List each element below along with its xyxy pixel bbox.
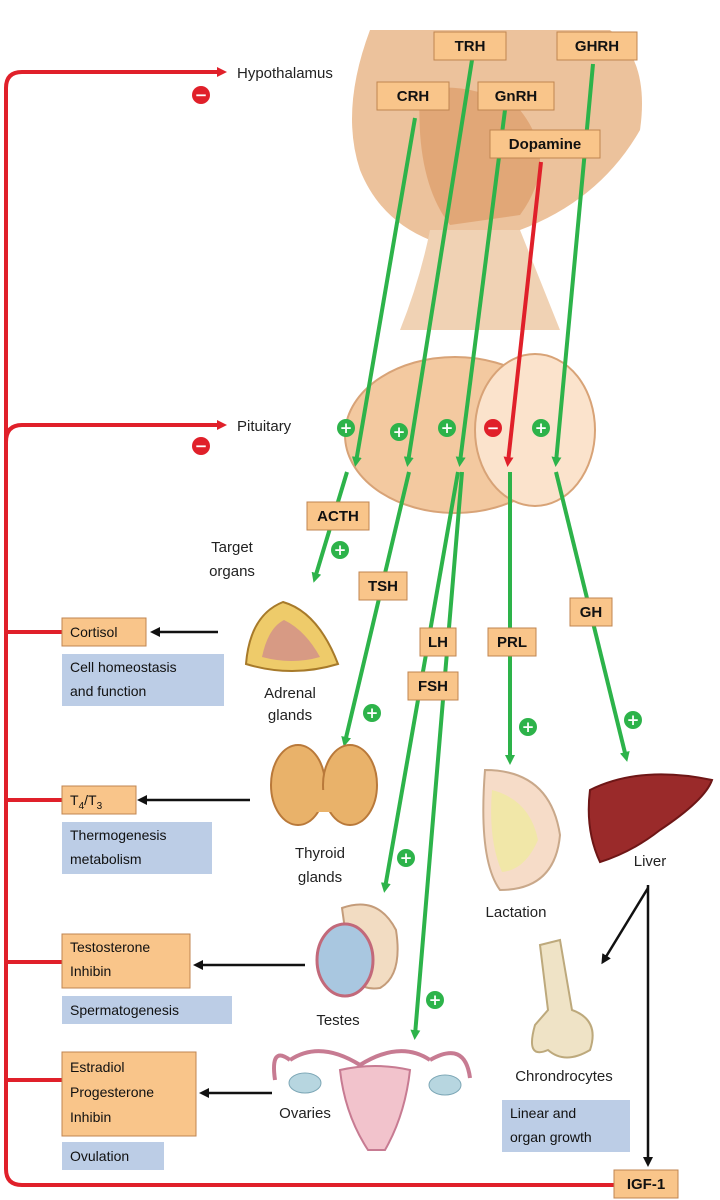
hormone-box-igf1: IGF-1 <box>613 1169 679 1199</box>
svg-text:+: + <box>627 711 640 729</box>
hormone-box-crh: CRH <box>376 81 450 111</box>
organ-label-thyroid-line2: glands <box>298 869 342 886</box>
hormone-box-gnrh: GnRH <box>477 81 555 111</box>
hormone-box-acth: ACTH <box>306 501 370 531</box>
svg-text:+: + <box>340 419 353 437</box>
svg-text:Estradiol: Estradiol <box>70 1059 124 1075</box>
svg-text:TRH: TRH <box>455 38 486 55</box>
plus-sign-ovaries: + <box>426 991 444 1009</box>
organ-label-adrenal-line2: glands <box>268 707 312 724</box>
level-label-pituitary: Pituitary <box>237 418 292 435</box>
plus-sign-gonadotropin-input: + <box>438 419 456 437</box>
output-box-testes-hormones: Testosterone Inhibin <box>61 933 191 989</box>
organ-label-chondrocytes: Chrondrocytes <box>515 1068 613 1085</box>
organ-label-lactation: Lactation <box>486 904 547 921</box>
organ-label-thyroid-line1: Thyroid <box>295 845 345 862</box>
svg-text:CRH: CRH <box>397 88 430 105</box>
svg-text:+: + <box>334 541 347 559</box>
svg-text:PRL: PRL <box>497 634 527 651</box>
plus-sign-thyroid: + <box>363 704 381 722</box>
svg-text:FSH: FSH <box>418 678 448 695</box>
svg-text:organ growth: organ growth <box>510 1129 592 1145</box>
hormone-box-ghrh: GHRH <box>556 31 638 61</box>
svg-text:+: + <box>441 419 454 437</box>
svg-text:+: + <box>522 718 535 736</box>
svg-text:GnRH: GnRH <box>495 88 538 105</box>
svg-text:LH: LH <box>428 634 448 651</box>
plus-sign-acth-input: + <box>337 419 355 437</box>
output-box-cortisol: Cortisol <box>61 617 147 647</box>
plus-sign-gh-input: + <box>532 419 550 437</box>
target-organs-label-line1: Target <box>211 539 254 556</box>
plus-sign-adrenal: + <box>331 541 349 559</box>
minus-sign-hypothalamus: − <box>192 86 210 104</box>
thyroid-gland-illustration <box>270 744 378 826</box>
svg-text:Thermogenesis: Thermogenesis <box>70 827 167 843</box>
svg-text:Progesterone: Progesterone <box>70 1084 154 1100</box>
svg-text:IGF-1: IGF-1 <box>627 1176 665 1193</box>
minus-sign-prolactin-input: − <box>484 419 502 437</box>
organ-label-liver: Liver <box>634 853 667 870</box>
svg-text:Inhibin: Inhibin <box>70 963 111 979</box>
svg-text:Spermatogenesis: Spermatogenesis <box>70 1002 179 1018</box>
svg-text:Linear and: Linear and <box>510 1105 576 1121</box>
plus-sign-lactation: + <box>519 718 537 736</box>
svg-text:GHRH: GHRH <box>575 38 619 55</box>
svg-text:Inhibin: Inhibin <box>70 1109 111 1125</box>
level-label-hypothalamus: Hypothalamus <box>237 65 333 82</box>
plus-sign-liver: + <box>624 711 642 729</box>
svg-text:Ovulation: Ovulation <box>70 1148 129 1164</box>
femur-illustration <box>531 938 594 1059</box>
hormone-box-gh: GH <box>569 597 613 627</box>
svg-text:+: + <box>393 423 406 441</box>
target-organs-label-line2: organs <box>209 563 255 580</box>
adrenal-gland-illustration <box>244 600 340 672</box>
svg-text:Dopamine: Dopamine <box>509 136 582 153</box>
effect-box-growth: Linear and organ growth <box>502 1100 630 1152</box>
svg-text:TSH: TSH <box>368 578 398 595</box>
svg-text:Cell homeostasis: Cell homeostasis <box>70 659 177 675</box>
output-box-t4-t3: T4/T3 <box>61 785 137 815</box>
effect-box-adrenal: Cell homeostasis and function <box>62 654 224 706</box>
hormone-box-fsh: FSH <box>407 671 459 701</box>
hormone-box-lh: LH <box>419 627 457 657</box>
effect-box-thyroid: Thermogenesis metabolism <box>62 822 212 874</box>
testes-illustration <box>315 903 399 998</box>
svg-text:ACTH: ACTH <box>317 508 359 525</box>
breast-illustration <box>482 768 562 892</box>
svg-text:+: + <box>429 991 442 1009</box>
liver-illustration <box>587 773 714 864</box>
negative-feedback-loop <box>4 67 650 1187</box>
svg-text:−: − <box>195 437 208 455</box>
minus-sign-pituitary: − <box>192 437 210 455</box>
svg-text:+: + <box>366 704 379 722</box>
svg-text:T4/T3: T4/T3 <box>70 792 103 812</box>
svg-text:GH: GH <box>580 604 603 621</box>
svg-text:and function: and function <box>70 683 146 699</box>
svg-text:+: + <box>400 849 413 867</box>
output-box-ovary-hormones: Estradiol Progesterone Inhibin <box>61 1051 197 1137</box>
organ-label-adrenal-line1: Adrenal <box>264 685 316 702</box>
effect-box-testes: Spermatogenesis <box>62 996 232 1024</box>
hormone-box-trh: TRH <box>433 31 507 61</box>
svg-text:Cortisol: Cortisol <box>70 624 117 640</box>
hormone-box-tsh: TSH <box>358 571 408 601</box>
plus-sign-testes: + <box>397 849 415 867</box>
svg-text:metabolism: metabolism <box>70 851 142 867</box>
organ-label-testes: Testes <box>316 1012 359 1029</box>
uterus-ovaries-illustration <box>272 1049 472 1151</box>
black-arrows <box>137 627 653 1167</box>
plus-sign-tsh-input: + <box>390 423 408 441</box>
hormone-box-prl: PRL <box>487 627 537 657</box>
svg-text:Testosterone: Testosterone <box>70 939 150 955</box>
effect-box-ovaries: Ovulation <box>62 1142 164 1170</box>
organ-label-ovaries: Ovaries <box>279 1105 331 1122</box>
hormone-box-dopamine: Dopamine <box>489 129 601 159</box>
svg-text:+: + <box>535 419 548 437</box>
svg-text:−: − <box>195 86 208 104</box>
svg-text:−: − <box>487 419 500 437</box>
